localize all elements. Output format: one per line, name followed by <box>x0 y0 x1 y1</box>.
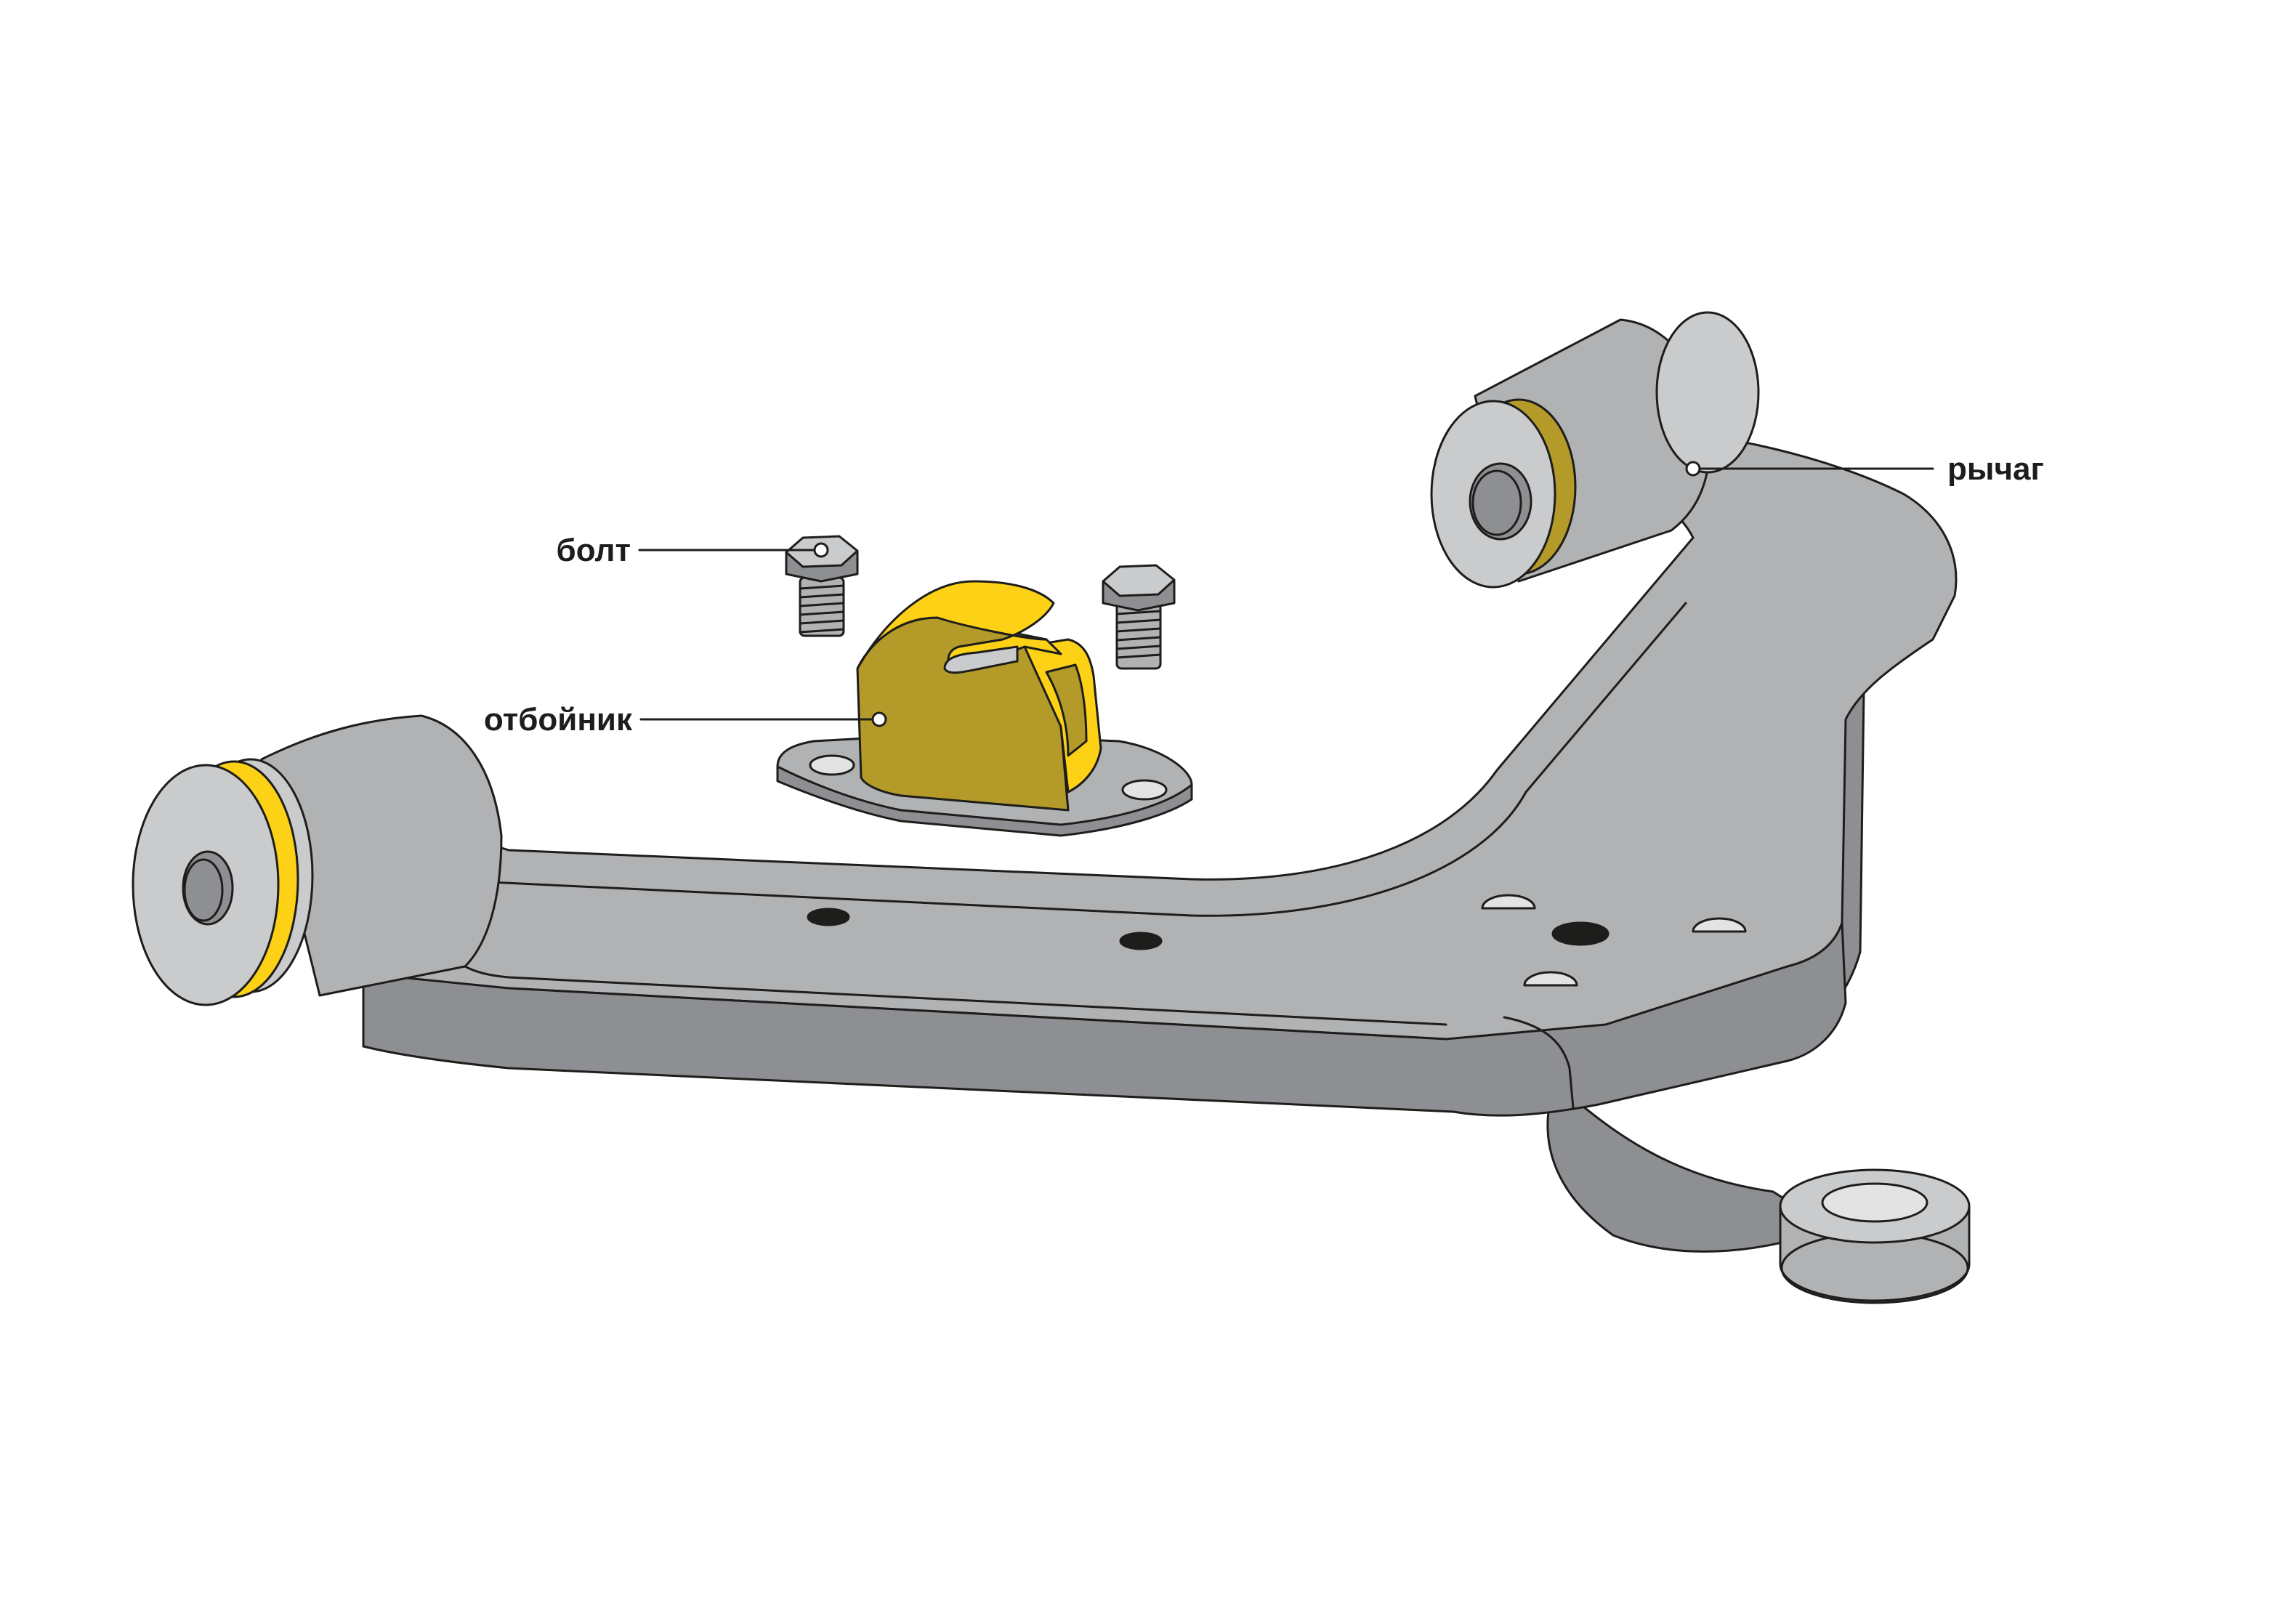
rear-bushing-bore <box>1471 469 1522 536</box>
bolt-right <box>1102 564 1176 670</box>
plate-hole-left <box>809 754 855 776</box>
bump-stop-groove <box>1045 663 1088 757</box>
control-arm-body <box>334 427 1958 1117</box>
bolt-right-head-top <box>1102 564 1176 597</box>
dot-bump-stop <box>871 711 887 727</box>
dot-arm <box>1685 461 1701 477</box>
dot-bolt <box>813 542 829 558</box>
lower-boss-bore <box>1821 1182 1929 1223</box>
arm-hole-1 <box>807 908 850 926</box>
rear-bushing <box>1430 311 1760 589</box>
callouts <box>638 461 1934 727</box>
arm-dimple-1 <box>1481 894 1536 910</box>
rear-bushing-back-ring <box>1655 311 1760 474</box>
bolt-left <box>785 535 859 637</box>
label-bump-stop: отбойник <box>484 702 633 738</box>
arm-front-face <box>362 921 1847 1117</box>
arm-dimple-2 <box>1692 917 1747 933</box>
lower-boss-web <box>1546 1081 1833 1253</box>
front-bushing <box>132 714 503 1006</box>
lower-mount-boss <box>1546 1081 1971 1304</box>
plate-hole-right <box>1121 779 1168 801</box>
label-arm: рычаг <box>1947 451 2044 487</box>
arm-step-line <box>1503 1016 1575 1110</box>
bump-stop-slot <box>943 645 1019 674</box>
arm-hole-3 <box>1551 921 1610 946</box>
label-bolt: болт <box>557 533 631 568</box>
bump-stop-assembly <box>776 580 1193 837</box>
front-bushing-sleeve <box>260 714 503 997</box>
arm-top-edge-line <box>427 602 1687 917</box>
arm-hole-2 <box>1119 932 1163 950</box>
labels: болт отбойник рычаг <box>484 451 2044 738</box>
bolt-right-thread-lines <box>1115 610 1162 659</box>
arm-dimple-3 <box>1523 971 1578 987</box>
front-bushing-bore <box>183 858 224 922</box>
bolt-left-thread-lines <box>799 584 845 634</box>
